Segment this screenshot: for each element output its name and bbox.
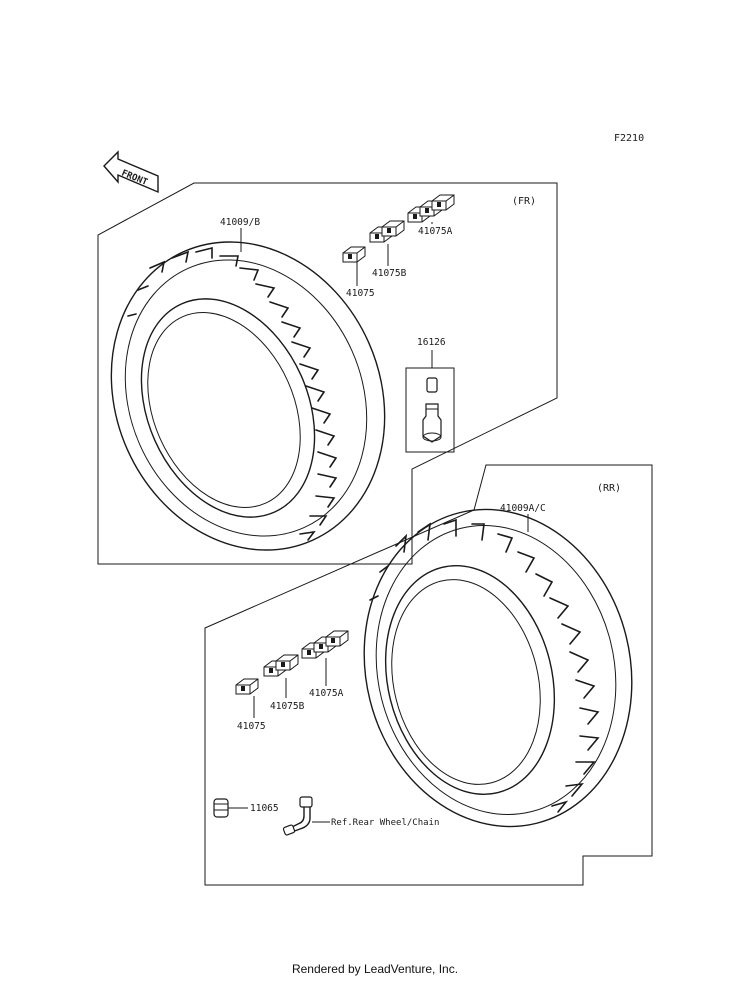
rear-weight-41075b: 41075B [263, 654, 305, 712]
rear-valve-cap: 11065 [213, 798, 279, 818]
front-weight-41075: 41075 [342, 246, 375, 299]
rear-weight-41075a: 41075A [301, 630, 349, 699]
front-tire [110, 241, 386, 551]
footer-credit: Rendered by LeadVenture, Inc. [291, 962, 459, 976]
rear-weight-label-1: 41075 [237, 721, 266, 732]
front-weight-label-1: 41075 [346, 288, 375, 299]
rear-weight-41075: 41075 [235, 678, 266, 732]
rear-weight-label-2: 41075B [270, 701, 305, 712]
front-tread-pattern [127, 246, 338, 541]
front-label: FRONT [120, 169, 149, 189]
diagram-code: F2210 [614, 133, 644, 144]
rear-weight-label-3: 41075A [309, 688, 344, 699]
front-weight-41075b: 41075B [369, 220, 407, 279]
rear-section: (RR) [204, 464, 653, 886]
rear-valve-ref: Ref.Rear Wheel/Chain [331, 818, 439, 828]
rear-tire [363, 508, 633, 828]
rear-section-label: (RR) [597, 483, 621, 494]
front-weight-label-3: 41075A [418, 226, 453, 237]
front-section: (FR) [97, 182, 558, 565]
front-arrow: FRONT [103, 150, 159, 194]
front-section-label: (FR) [512, 196, 536, 207]
rear-cap-part: 11065 [250, 803, 279, 814]
rear-tread-pattern [369, 518, 600, 813]
front-valve: 16126 [405, 337, 455, 453]
front-weight-41075a: 41075A [407, 194, 455, 237]
rear-angled-valve: Ref.Rear Wheel/Chain [282, 796, 439, 836]
rear-tire-part: 41009A/C [500, 503, 546, 514]
front-tire-part: 41009/B [220, 217, 260, 228]
front-weight-label-2: 41075B [372, 268, 407, 279]
front-valve-part: 16126 [417, 337, 446, 348]
